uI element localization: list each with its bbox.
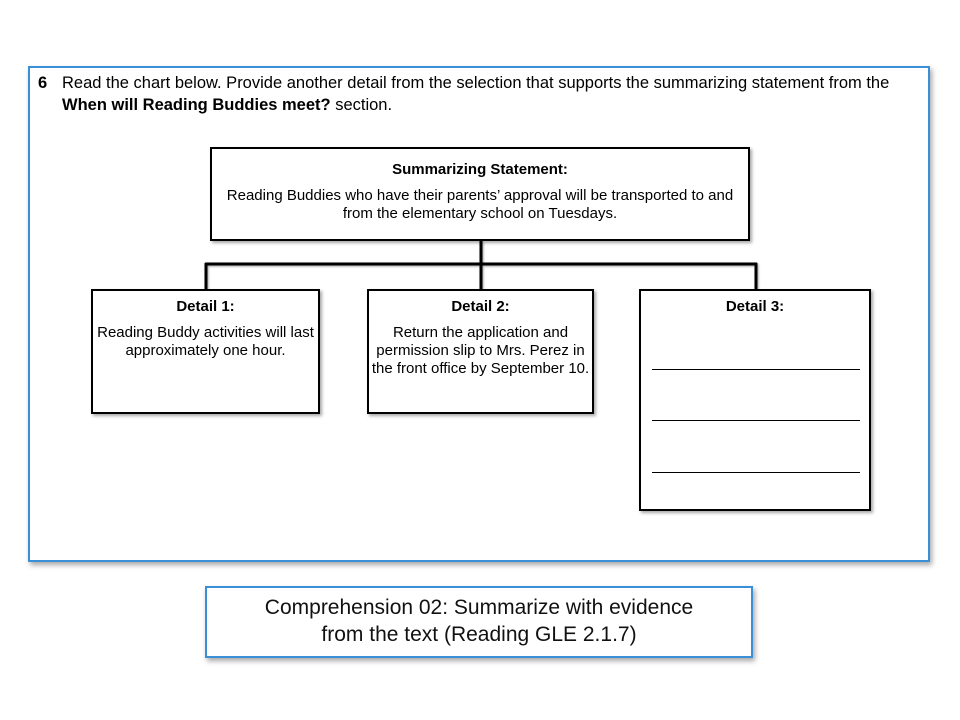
standard-caption-line-1: Comprehension 02: Summarize with evidenc… — [264, 596, 694, 619]
detail-2-box: Detail 2: Return the application and per… — [367, 289, 594, 414]
detail-3-heading: Detail 3: — [725, 298, 785, 315]
question-section-name: When will Reading Buddies meet? — [62, 96, 331, 114]
detail-2-heading: Detail 2: — [451, 298, 510, 315]
question-text: Read the chart below. Provide another de… — [62, 72, 912, 116]
answer-line-2[interactable] — [652, 420, 860, 421]
detail-1-heading: Detail 1: — [176, 298, 235, 315]
detail-3-box: Detail 3: — [639, 289, 871, 511]
detail-2-text: Return the application and permission sl… — [371, 324, 590, 377]
summary-heading: Summarizing Statement: — [392, 161, 568, 178]
answer-line-1[interactable] — [652, 369, 860, 370]
detail-1-text: Reading Buddy activities will last appro… — [97, 324, 314, 359]
question-text-part1: Read the chart below. Provide another de… — [62, 74, 890, 92]
summary-box: Summarizing Statement: Reading Buddies w… — [210, 147, 750, 241]
answer-line-3[interactable] — [652, 472, 860, 473]
question-number: 6 — [38, 74, 48, 92]
standard-caption: Comprehension 02: Summarize with evidenc… — [205, 586, 753, 658]
summary-text: Reading Buddies who have their parents’ … — [226, 187, 734, 222]
standard-caption-line-2: from the text (Reading GLE 2.1.7) — [321, 623, 637, 646]
question-text-part2: section. — [330, 96, 393, 114]
detail-1-box: Detail 1: Reading Buddy activities will … — [91, 289, 320, 414]
